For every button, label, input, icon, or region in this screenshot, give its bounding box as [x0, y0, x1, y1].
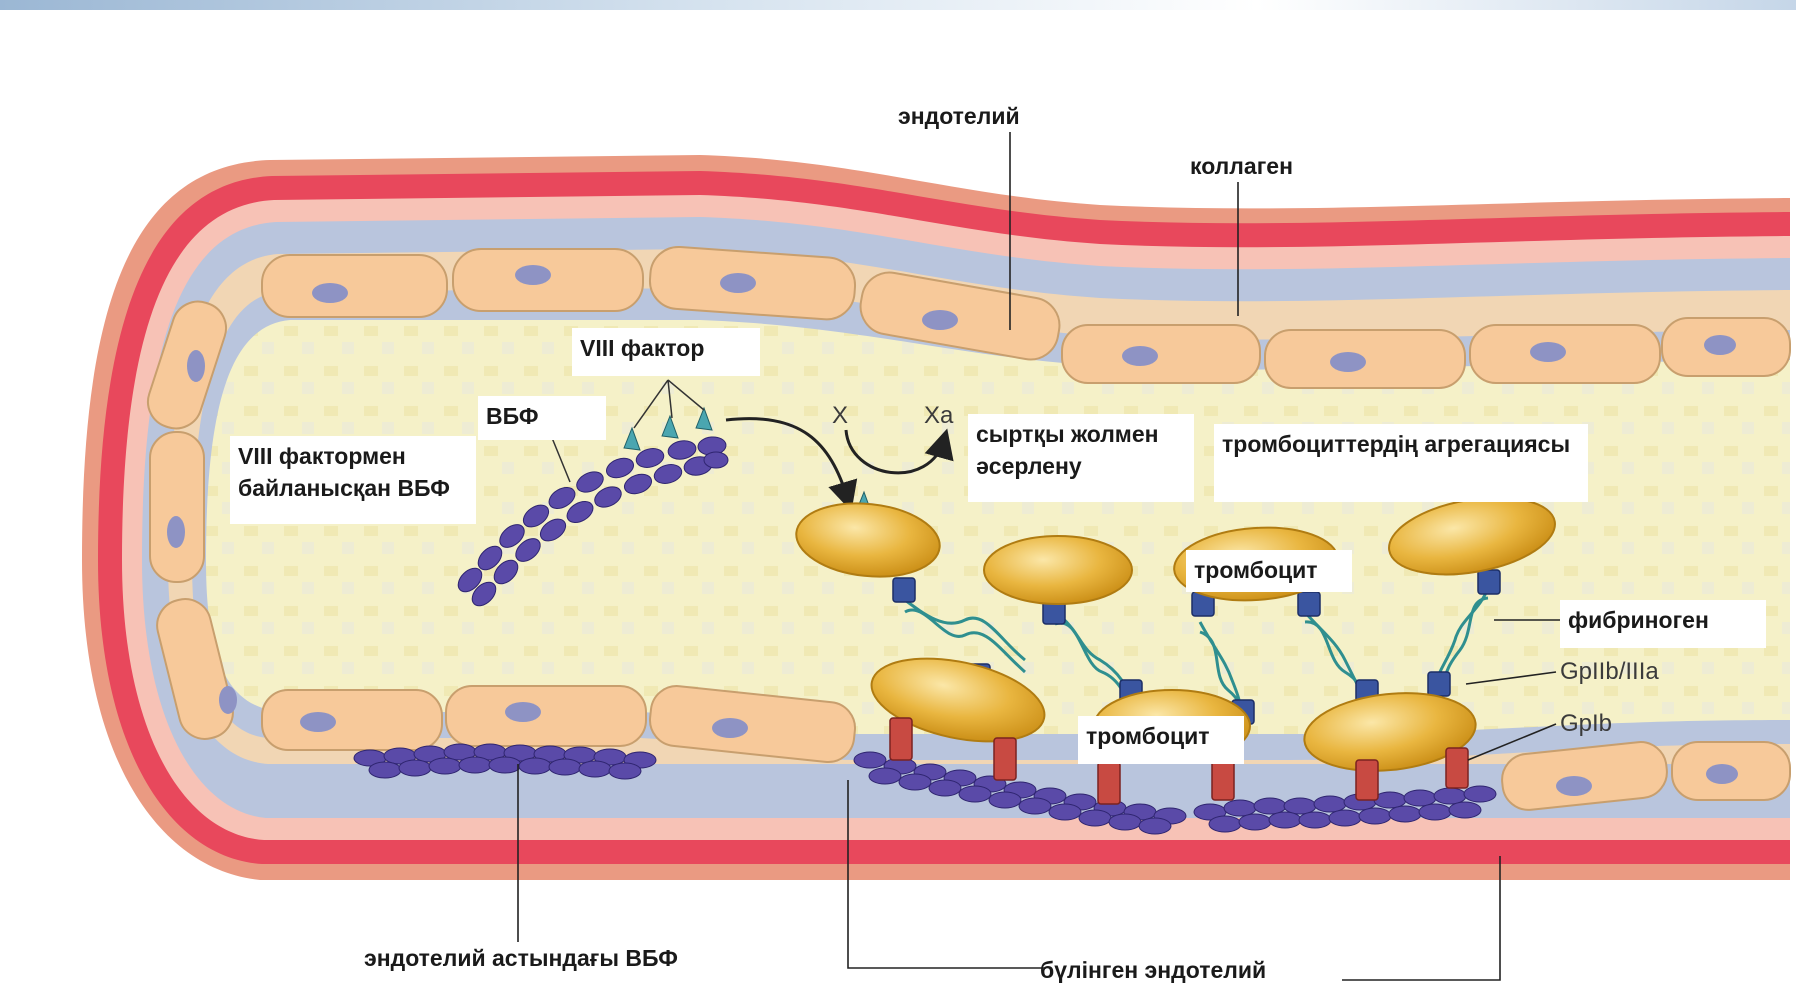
- label-extrinsic-line2: әсерлену: [976, 450, 1186, 482]
- label-endothelium: эндотелий: [898, 100, 1020, 132]
- label-platelet-top: тромбоцит: [1186, 550, 1352, 592]
- label-vwf: ВБФ: [478, 396, 606, 440]
- platelet-shape: [984, 536, 1132, 604]
- label-extrinsic-line1: сыртқы жолмен: [976, 418, 1186, 450]
- label-vwf-bound-factor-viii: VIII фактормен байланысқан ВБФ: [230, 436, 476, 524]
- label-collagen: коллаген: [1190, 150, 1293, 182]
- label-factor-x: X: [832, 400, 848, 432]
- label-vwf-bound-line1: VIII фактормен: [238, 440, 468, 472]
- label-vwf-bound-line2: байланысқан ВБФ: [238, 472, 468, 504]
- label-fibrinogen: фибриноген: [1560, 600, 1766, 648]
- label-subendothelial-vwf: эндотелий астындағы ВБФ: [364, 942, 678, 974]
- label-platelet-aggregation: тромбоциттердің агрегациясы: [1214, 424, 1588, 502]
- label-damaged-endothelium: бүлінген эндотелий: [1040, 954, 1266, 986]
- label-platelet-bottom: тромбоцит: [1078, 716, 1244, 764]
- label-extrinsic-activation: сыртқы жолмен әсерлену: [968, 414, 1194, 502]
- label-factor-viii: VIII фактор: [572, 328, 760, 376]
- label-gp2b3a: GpIIb/IIIa: [1560, 656, 1659, 688]
- label-factor-xa: Xa: [924, 400, 953, 432]
- label-gp1b: GpIb: [1560, 708, 1612, 740]
